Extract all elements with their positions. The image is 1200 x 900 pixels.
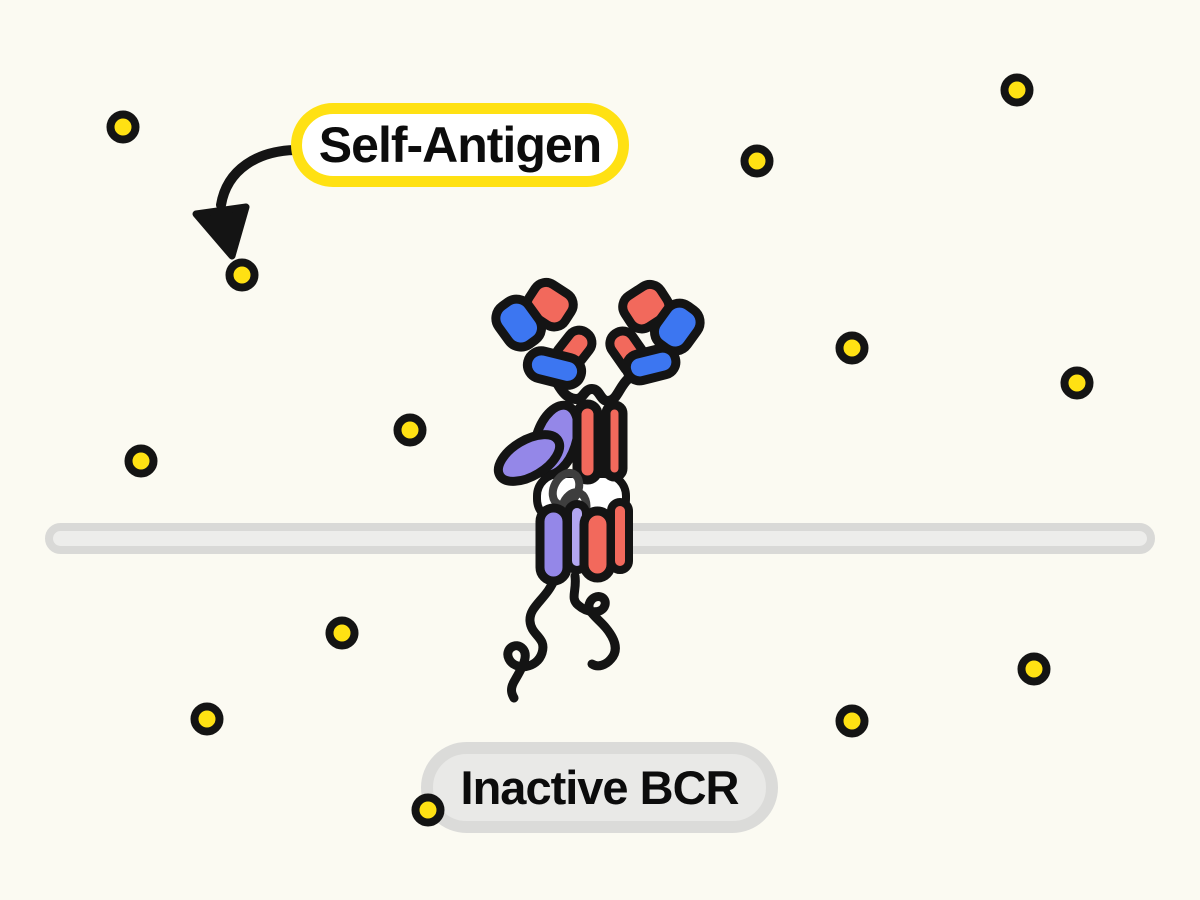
bcr-illustration (491, 277, 705, 703)
transmembrane-pill-purple (535, 503, 572, 586)
bcr-fab-arm-left (491, 277, 597, 390)
heavy-chain-pill (572, 399, 603, 485)
self-antigen-pointer-arrow (192, 145, 300, 260)
constant-domain-blue (522, 346, 587, 390)
inactive-bcr-label: Inactive BCR (421, 742, 778, 833)
bcr-heavy-chains-upper (572, 399, 628, 485)
transmembrane-pill-red (579, 506, 616, 583)
heavy-chain-pill (601, 400, 628, 482)
self-antigen-label: Self-Antigen (291, 103, 629, 187)
ig-beta-ellipse (493, 430, 565, 486)
itam-tail-right (569, 571, 620, 671)
arrow-curve (216, 145, 300, 210)
bcr-transmembrane-pills (535, 498, 633, 586)
constant-domain-blue (621, 343, 681, 386)
transmembrane-pill-red-narrow (607, 498, 633, 574)
bcr-itam-tails (503, 571, 620, 703)
arrowhead-icon (192, 203, 250, 260)
bcr-fab-arm-right (605, 279, 705, 386)
bcr-hinge-connector (546, 366, 633, 406)
variable-domain-blue (491, 294, 547, 352)
itam-tail-left (503, 573, 560, 703)
